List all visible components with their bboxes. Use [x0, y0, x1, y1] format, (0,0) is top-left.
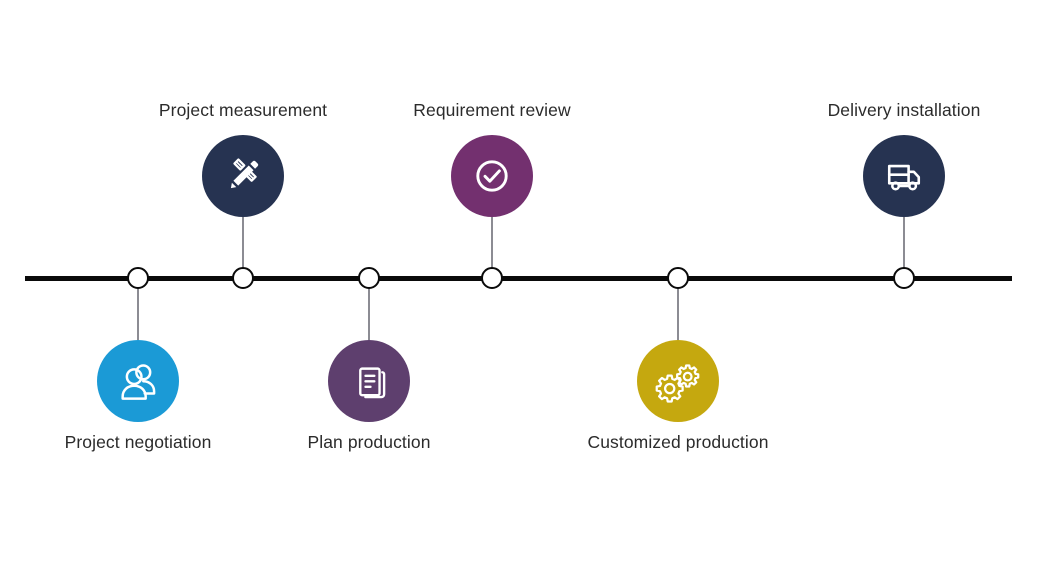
node-marker-step-4[interactable]	[481, 267, 503, 289]
node-marker-step-3[interactable]	[358, 267, 380, 289]
stem-step-6	[903, 217, 905, 278]
stem-step-4	[491, 217, 493, 278]
step-label-project-measurement: Project measurement	[158, 100, 328, 120]
check-circle-icon	[468, 152, 516, 200]
step-label-project-negotiation: Project negotiation	[64, 432, 212, 452]
icon-bubble-customized-production[interactable]	[637, 340, 719, 422]
node-marker-step-2[interactable]	[232, 267, 254, 289]
icon-bubble-project-measurement[interactable]	[202, 135, 284, 217]
stem-step-3	[368, 278, 370, 340]
users-icon	[115, 358, 161, 404]
icon-bubble-project-negotiation[interactable]	[97, 340, 179, 422]
stem-step-5	[677, 278, 679, 340]
icon-bubble-requirement-review[interactable]	[451, 135, 533, 217]
icon-bubble-plan-production[interactable]	[328, 340, 410, 422]
stem-step-2	[242, 217, 244, 278]
node-marker-step-5[interactable]	[667, 267, 689, 289]
icon-bubble-delivery-installation[interactable]	[863, 135, 945, 217]
step-label-plan-production: Plan production	[307, 432, 431, 452]
step-label-delivery-installation: Delivery installation	[827, 100, 981, 120]
stem-step-1	[137, 278, 139, 340]
truck-icon	[881, 153, 927, 199]
timeline-axis	[25, 275, 1012, 281]
documents-icon	[347, 359, 391, 403]
gears-icon	[655, 358, 702, 405]
node-marker-step-1[interactable]	[127, 267, 149, 289]
pencil-ruler-icon	[220, 153, 266, 199]
node-marker-step-6[interactable]	[893, 267, 915, 289]
step-label-customized-production: Customized production	[587, 432, 769, 452]
step-label-requirement-review: Requirement review	[413, 100, 571, 120]
